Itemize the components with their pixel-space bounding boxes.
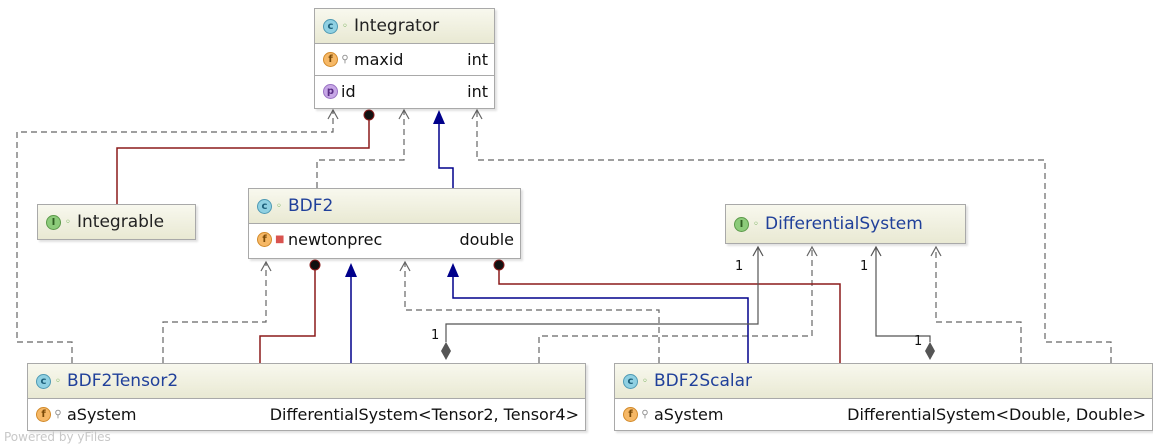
bdf2-name: BDF2 [288,196,334,216]
agg-arrowhead-1 [752,245,764,257]
multiplicity-label: 1 [735,259,744,274]
package-visibility-icon: ⚲ [54,409,62,420]
integrator-name: Integrator [354,16,440,36]
public-visibility-icon: ◦ [642,375,648,387]
differentialsystem-interface-node[interactable]: I ◦ DifferentialSystem [725,204,966,244]
dep-arrowhead-7 [930,245,942,257]
bdf2-header[interactable]: c ◦ BDF2 [249,189,520,223]
bdf2-field-newtonprec[interactable]: f ■ newtonprec double [249,224,520,255]
aggregation-diamond [925,342,935,360]
field-name: aSystem [654,405,724,424]
extends-bdf2-to-integrator [438,122,454,188]
class-icon: c [257,198,272,214]
class-icon: c [623,373,638,389]
multiplicity-label: 1 [914,334,923,349]
agg-tensor-to-differentialsystem [445,247,759,342]
dep-arrowhead-6 [806,245,818,257]
inner-tensor-to-bdf2 [259,266,316,363]
property-icon: p [323,83,338,99]
field-type: double [459,230,514,249]
package-visibility-icon: ⚲ [341,54,349,65]
bdf2scalar-class-node[interactable]: c ◦ BDF2Scalar f ⚲ aSystem DifferentialS… [614,363,1153,431]
public-visibility-icon: ◦ [276,200,282,212]
inner-class-marker [363,109,375,121]
integrator-field-maxid[interactable]: f ⚲ maxid int [315,44,494,75]
public-visibility-icon: ◦ [753,218,759,230]
extends-scalar-to-bdf2 [452,276,749,363]
field-type: DifferentialSystem<Tensor2, Tensor4> [269,405,579,424]
dep-arrowhead-4 [260,260,272,272]
field-icon: f [257,232,272,247]
bdf2tensor2-field-asystem[interactable]: f ⚲ aSystem DifferentialSystem<Tensor2, … [28,399,585,430]
aggregation-diamond [441,342,451,360]
bdf2tensor2-header[interactable]: c ◦ BDF2Tensor2 [28,364,585,398]
multiplicity-label: 1 [431,328,440,343]
agg-scalar-to-differentialsystem [875,247,931,342]
inner-class-marker [309,259,321,271]
private-visibility-icon: ■ [275,234,285,245]
class-icon: c [323,18,338,34]
bdf2tensor2-name: BDF2Tensor2 [67,371,179,391]
public-visibility-icon: ◦ [342,20,348,32]
dep-tensor-to-differentialsystem [538,247,813,363]
inner-class-marker [493,259,505,271]
dep-scalar-to-differentialsystem [935,247,1022,363]
interface-icon: I [734,216,749,232]
dep-scalar-to-bdf2 [404,262,660,363]
field-icon: f [323,52,338,67]
bdf2tensor2-class-node[interactable]: c ◦ BDF2Tensor2 f ⚲ aSystem Differential… [27,363,586,431]
field-type: int [467,81,488,101]
field-type: DifferentialSystem<Double, Double> [847,405,1146,424]
agg-arrowhead-2 [870,245,882,257]
multiplicity-label: 1 [860,259,869,274]
dep-arrowhead-1 [327,108,339,120]
extends-arrowhead-2 [345,263,357,277]
differentialsystem-header[interactable]: I ◦ DifferentialSystem [726,205,965,243]
integrable-name: Integrable [77,212,165,232]
bdf2scalar-field-asystem[interactable]: f ⚲ aSystem DifferentialSystem<Double, D… [615,399,1152,430]
field-type: int [467,50,488,69]
integrable-interface-node[interactable]: I ◦ Integrable [37,204,196,240]
extends-arrowhead-3 [447,263,459,277]
class-icon: c [36,373,51,389]
field-icon: f [623,407,638,422]
integrator-field-id[interactable]: p id int [315,75,494,106]
interface-icon: I [46,214,61,230]
field-name: aSystem [67,405,137,424]
dep-arrowhead-5 [399,260,411,272]
inner-integrable-to-integrator [116,115,370,204]
bdf2-class-node[interactable]: c ◦ BDF2 f ■ newtonprec double [248,188,521,259]
bdf2scalar-header[interactable]: c ◦ BDF2Scalar [615,364,1152,398]
field-name: id [341,81,356,101]
extends-arrowhead-1 [433,110,445,124]
public-visibility-icon: ◦ [55,375,61,387]
dep-bdf2-to-integrator [316,110,405,188]
dep-tensor-to-bdf2 [162,262,267,363]
integrator-header[interactable]: c ◦ Integrator [315,9,494,43]
differentialsystem-name: DifferentialSystem [765,214,923,234]
integrable-header[interactable]: I ◦ Integrable [38,205,195,239]
package-visibility-icon: ⚲ [641,409,649,420]
yfiles-watermark: Powered by yFiles [4,430,111,444]
bdf2scalar-name: BDF2Scalar [654,371,753,391]
inner-scalar-to-bdf2 [498,266,841,363]
field-icon: f [36,407,51,422]
dep-tensor-to-integrator [16,110,334,363]
public-visibility-icon: ◦ [65,216,71,228]
integrator-class-node[interactable]: c ◦ Integrator f ⚲ maxid int p id int [314,8,495,109]
field-name: newtonprec [288,230,383,249]
field-name: maxid [354,50,404,69]
dep-arrowhead-2 [398,108,410,120]
dep-scalar-to-integrator [476,110,1112,363]
dep-arrowhead-3 [471,108,483,120]
